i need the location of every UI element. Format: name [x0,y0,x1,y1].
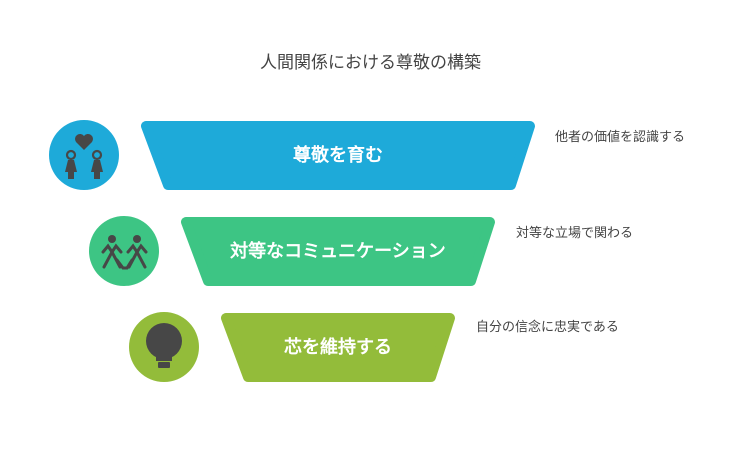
level-3-description: 自分の信念に忠実である [476,320,619,335]
funnel-level-1-shape [141,121,535,190]
lightbulb-icon [146,323,182,368]
level-2-label: 対等なコミュニケーション [230,241,446,262]
level-1-description: 他者の価値を認識する [555,130,686,145]
two-people-heart-icon [65,134,103,179]
level-1-icon-circle [49,120,119,190]
level-1-label: 尊敬を育む [293,145,383,166]
people-holding-hands-icon [101,235,148,270]
level-3-label: 芯を維持する [284,337,392,358]
diagram-title: 人間関係における尊敬の構築 [260,53,481,73]
funnel-level-3-shape [221,313,455,382]
funnel-level-2-shape [181,217,495,286]
level-2-icon-circle [89,216,159,286]
level-2-description: 対等な立場で関わる [516,226,634,241]
